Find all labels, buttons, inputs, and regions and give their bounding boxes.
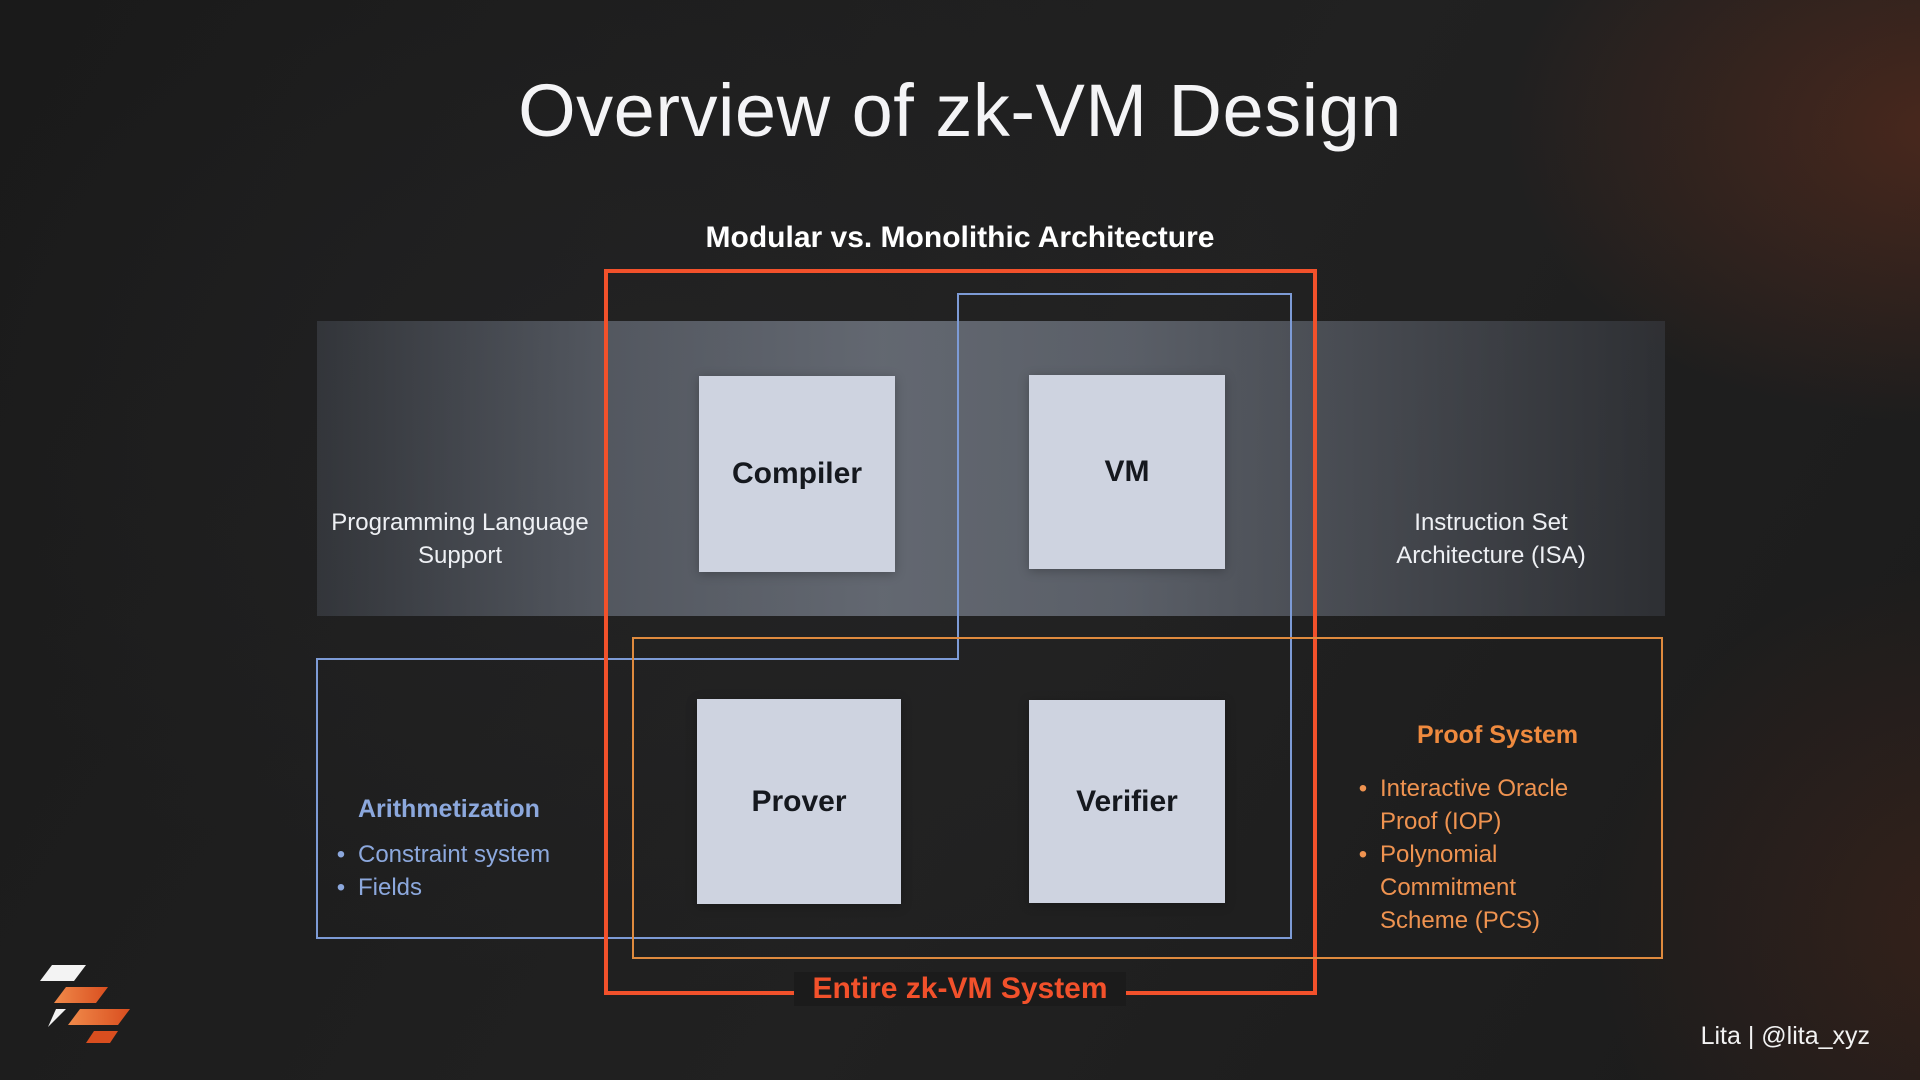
box-compiler-label: Compiler — [731, 457, 863, 490]
list-item: • Fields — [334, 871, 604, 904]
box-compiler: Compiler — [699, 376, 895, 572]
box-prover-label: Prover — [751, 784, 847, 818]
arithmetization-group: Arithmetization • Constraint system • Fi… — [334, 795, 604, 904]
box-verifier-label: Verifier — [1076, 784, 1178, 818]
list-item: • Interactive Oracle Proof (IOP) — [1356, 772, 1626, 838]
bullet-icon: • — [336, 874, 346, 901]
proof-system-outline — [632, 637, 1663, 959]
band-label-programming-language-support: Programming Language Support — [331, 509, 589, 569]
proof-system-heading: Proof System — [1417, 721, 1579, 749]
bullet-icon: • — [336, 841, 346, 868]
credit-text: Lita | @lita_xyz — [1700, 1022, 1870, 1050]
lita-logo-icon — [40, 965, 130, 1043]
list-item: • Polynomial Commitment Scheme (PCS) — [1356, 838, 1626, 937]
box-vm: VM — [1029, 375, 1225, 569]
page-title: Overview of zk-VM Design — [518, 69, 1402, 152]
arithmetization-list: • Constraint system • Fields — [334, 838, 604, 904]
entire-system-label: Entire zk-VM System — [794, 972, 1126, 1006]
box-verifier: Verifier — [1029, 700, 1225, 903]
bullet-icon: • — [1358, 775, 1368, 802]
band-label-instruction-set-architecture: Instruction Set Architecture (ISA) — [1396, 509, 1586, 569]
architecture-band — [317, 321, 1665, 616]
bullet-icon: • — [1358, 841, 1368, 868]
proof-system-list: • Interactive Oracle Proof (IOP) • Polyn… — [1356, 772, 1626, 937]
entire-system-label-row: Entire zk-VM System — [0, 972, 1920, 1006]
arithmetization-heading: Arithmetization — [358, 795, 540, 823]
subtitle: Modular vs. Monolithic Architecture — [705, 221, 1215, 254]
list-item: • Constraint system — [334, 838, 604, 871]
box-vm-label: VM — [1104, 455, 1150, 488]
box-prover: Prover — [697, 699, 901, 904]
proof-system-group: Proof System • Interactive Oracle Proof … — [1356, 721, 1626, 937]
